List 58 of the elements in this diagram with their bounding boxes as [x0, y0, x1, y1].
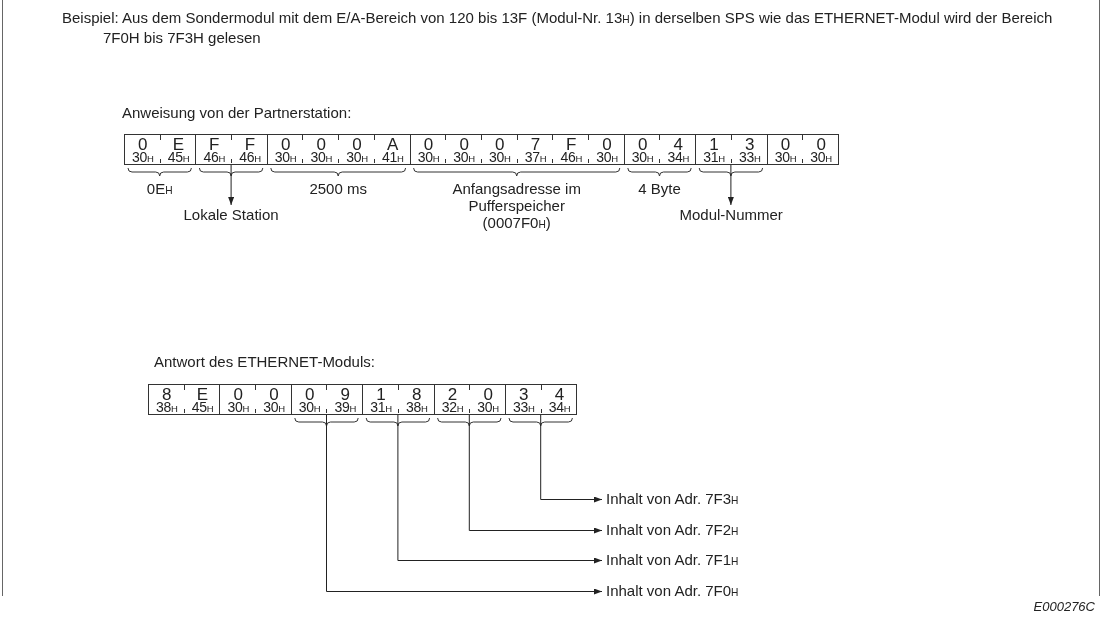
- ascii-character: 1: [709, 136, 720, 153]
- ascii-character: 0: [602, 136, 613, 153]
- byte-field: [124, 134, 197, 165]
- field-caption: 2500 ms: [308, 180, 368, 197]
- byte-field: [290, 384, 364, 415]
- ascii-character: 0: [459, 136, 470, 153]
- ascii-character: 0: [495, 136, 506, 153]
- ascii-character: 3: [519, 386, 530, 403]
- byte-field: [766, 134, 839, 165]
- ascii-character: 3: [745, 136, 756, 153]
- arrow: [468, 414, 603, 534]
- ascii-character: 2: [447, 386, 459, 403]
- ascii-character: 4: [554, 386, 566, 403]
- section-heading: Anweisung von der Partnerstation:: [122, 104, 352, 121]
- ascii-character: 0: [352, 136, 363, 153]
- arrow: [540, 414, 603, 503]
- arrow: [228, 164, 235, 206]
- byte-field: [433, 384, 506, 415]
- byte-field: [623, 134, 697, 165]
- annotation-text: Lokale Station: [183, 206, 279, 223]
- ascii-character: 0: [816, 136, 827, 153]
- byte-field: [148, 384, 221, 415]
- ascii-character: 1: [376, 386, 387, 403]
- ascii-character: E: [172, 136, 186, 153]
- ascii-character: 0: [269, 386, 280, 403]
- ascii-character: 4: [673, 136, 685, 153]
- ascii-character: 0: [233, 386, 244, 403]
- arrow: [326, 414, 603, 595]
- byte-field: [362, 384, 435, 415]
- ascii-character: F: [244, 136, 257, 153]
- ascii-character: 0: [280, 136, 292, 153]
- byte-field: [505, 384, 578, 415]
- arrow: [727, 164, 734, 206]
- ascii-character: F: [209, 136, 221, 153]
- byte-field: [219, 384, 292, 415]
- ascii-character: 9: [340, 386, 352, 403]
- ascii-character: A: [387, 136, 400, 153]
- ascii-character: 0: [423, 136, 435, 153]
- field-caption: 4 Byte: [637, 180, 682, 197]
- byte-field: [266, 134, 411, 165]
- ascii-character: 0: [304, 386, 316, 403]
- ascii-character: E: [196, 386, 210, 403]
- byte-field: [409, 134, 625, 165]
- ascii-character: 7: [530, 136, 542, 153]
- ascii-character: 0: [483, 386, 494, 403]
- byte-field: [195, 134, 268, 165]
- ascii-character: 0: [316, 136, 328, 153]
- byte-field: [695, 134, 768, 165]
- ascii-character: 0: [780, 136, 792, 153]
- figure-id: E000276C: [1033, 598, 1095, 615]
- annotation-text: Modul-Nummer: [679, 206, 783, 223]
- ascii-character: F: [566, 136, 578, 153]
- section-heading: Antwort des ETHERNET-Moduls:: [154, 353, 375, 370]
- ascii-character: 0: [138, 136, 149, 153]
- ascii-character: 8: [412, 386, 423, 403]
- ascii-character: 0: [637, 136, 649, 153]
- ascii-character: 8: [162, 386, 173, 403]
- arrow: [397, 414, 603, 564]
